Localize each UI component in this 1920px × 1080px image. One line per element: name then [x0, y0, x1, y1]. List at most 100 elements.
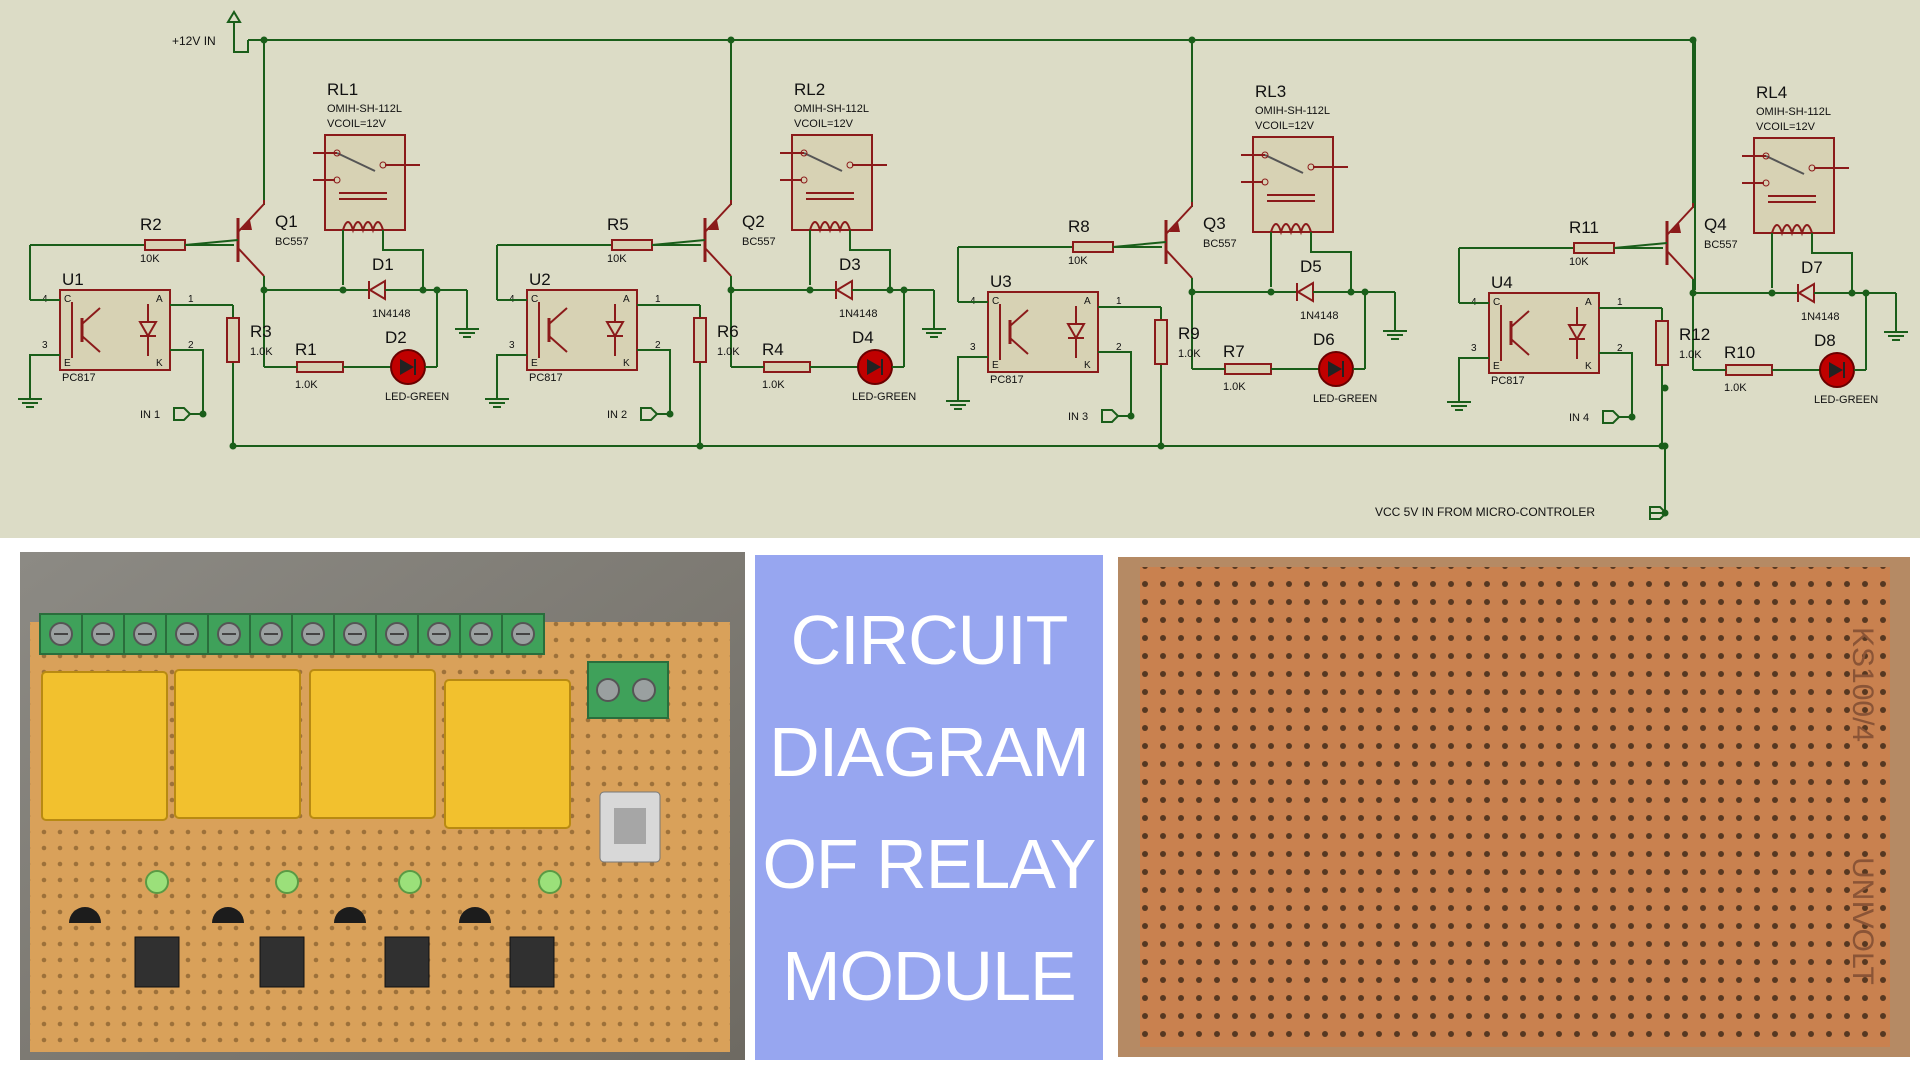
led-resistor-ref: R7	[1223, 342, 1245, 361]
base-resistor	[144, 239, 186, 251]
led-part: LED-GREEN	[385, 391, 449, 403]
opto-ground	[1447, 388, 1471, 411]
pull-resistor-value: 1.0K	[1178, 348, 1201, 360]
pull-resistor-ref: R3	[250, 322, 272, 341]
input-connector	[173, 407, 192, 421]
transistor-body	[69, 907, 101, 923]
base-resistor	[1573, 242, 1615, 254]
relay-coil-label: VCOIL=12V	[794, 118, 854, 130]
led-part: LED-GREEN	[852, 391, 916, 403]
transistor-part: BC557	[275, 236, 309, 248]
vcc-input: VCC 5V IN FROM MICRO-CONTROLER	[1375, 505, 1595, 519]
input-connector	[640, 407, 659, 421]
optocoupler-chip	[384, 936, 430, 988]
relay-ref: RL3	[1255, 82, 1286, 101]
relay-body-3	[309, 669, 436, 819]
opto-part: PC817	[529, 372, 563, 384]
transistor-part: BC557	[1704, 239, 1738, 251]
opto-pin-k: K	[623, 358, 630, 369]
transistor-arrow	[241, 220, 252, 230]
solder-traces	[1171, 590, 1845, 984]
transistor-ref: Q1	[275, 212, 298, 231]
relay-part: OMIH-SH-112L	[1756, 106, 1831, 118]
transistor-part: BC557	[1203, 238, 1237, 250]
pull-resistor-ref: R9	[1178, 324, 1200, 343]
opto-part: PC817	[990, 374, 1024, 386]
title-line-3: OF RELAY	[762, 824, 1096, 903]
flyback-diode-part: 1N4148	[839, 308, 878, 320]
relay-body-1	[41, 671, 168, 821]
opto-pin-2: 2	[188, 340, 194, 351]
led-resistor-value: 1.0K	[295, 379, 318, 391]
flyback-diode-ref: D7	[1801, 258, 1823, 277]
base-resistor-value: 10K	[1569, 256, 1589, 268]
relay-channel-1: Q1BC557R210KRL1OMIH-SH-112LVCOIL=12VD11N…	[18, 36, 479, 450]
pull-resistor-ref: R12	[1679, 325, 1710, 344]
assembled-relay-board-photo	[20, 552, 745, 1060]
pull-resistor	[226, 317, 240, 363]
opto-pin-c: C	[992, 296, 999, 307]
opto-pin-1: 1	[188, 294, 194, 305]
title-line-1: CIRCUIT	[790, 600, 1069, 679]
opto-part: PC817	[1491, 375, 1525, 387]
opto-pin-c: C	[64, 294, 71, 305]
opto-ref: U4	[1491, 273, 1513, 292]
relay-bodies	[41, 669, 571, 829]
title-panel: CIRCUIT DIAGRAM OF RELAY MODULE	[755, 555, 1103, 1060]
base-resistor-ref: R11	[1569, 218, 1599, 237]
led-part: LED-GREEN	[1814, 394, 1878, 406]
base-resistor	[1072, 241, 1114, 253]
schematic-background	[0, 0, 1920, 538]
optocoupler-chip	[134, 936, 180, 988]
transistor-body	[334, 907, 366, 923]
relay-part: OMIH-SH-112L	[1255, 105, 1330, 117]
optocoupler-chip	[509, 936, 555, 988]
relay-ground	[1884, 318, 1908, 341]
base-resistor-value: 10K	[1068, 255, 1088, 267]
pull-resistor	[1655, 320, 1669, 366]
led-green	[145, 870, 169, 894]
opto-pin-e: E	[1493, 361, 1500, 372]
transistor-arrow	[1169, 222, 1180, 232]
opto-pin-c: C	[1493, 297, 1500, 308]
led-part: LED-GREEN	[1313, 393, 1377, 405]
wires	[233, 38, 1696, 520]
led-resistor-ref: R4	[762, 340, 784, 359]
optocouplers	[134, 936, 555, 988]
transistor-arrow	[1670, 223, 1681, 233]
transistors	[69, 907, 491, 923]
opto-pin-a: A	[1585, 297, 1592, 308]
screw-terminal-block	[39, 613, 669, 719]
flyback-diode-ref: D3	[839, 255, 861, 274]
led-ref: D4	[852, 328, 874, 347]
silkscreen-ks100: KS100/4	[1846, 627, 1879, 742]
title-line-2: DIAGRAM	[769, 712, 1090, 791]
relay-part: OMIH-SH-112L	[327, 103, 402, 115]
input-label: IN 4	[1569, 412, 1589, 424]
opto-pin-k: K	[1084, 360, 1091, 371]
opto-pin-3: 3	[1471, 343, 1477, 354]
opto-ground	[946, 387, 970, 410]
led-resistor-value: 1.0K	[1724, 382, 1747, 394]
transistor-part: BC557	[742, 236, 776, 248]
opto-pin-c: C	[531, 294, 538, 305]
opto-ground	[485, 385, 509, 408]
led-resistor-ref: R1	[295, 340, 317, 359]
input-connector	[1101, 409, 1120, 423]
opto-pin-a: A	[156, 294, 163, 305]
base-resistor-ref: R5	[607, 215, 629, 234]
title-line-4: MODULE	[782, 936, 1076, 1015]
relay-ground	[455, 315, 479, 338]
opto-pin-3: 3	[970, 342, 976, 353]
relay-channel-3: Q3BC557R810KRL3OMIH-SH-112LVCOIL=12VD51N…	[946, 36, 1407, 450]
input-label: IN 2	[607, 409, 627, 421]
transistor-arrow	[708, 220, 719, 230]
relay-channel-4: Q4BC557R1110KRL4OMIH-SH-112LVCOIL=12VD71…	[1447, 36, 1908, 450]
led-ref: D2	[385, 328, 407, 347]
opto-pin-a: A	[1084, 296, 1091, 307]
opto-pin-e: E	[64, 358, 71, 369]
opto-pin-e: E	[531, 358, 538, 369]
opto-pin-k: K	[1585, 361, 1592, 372]
input-label: IN 3	[1068, 411, 1088, 423]
transistor-ref: Q2	[742, 212, 765, 231]
